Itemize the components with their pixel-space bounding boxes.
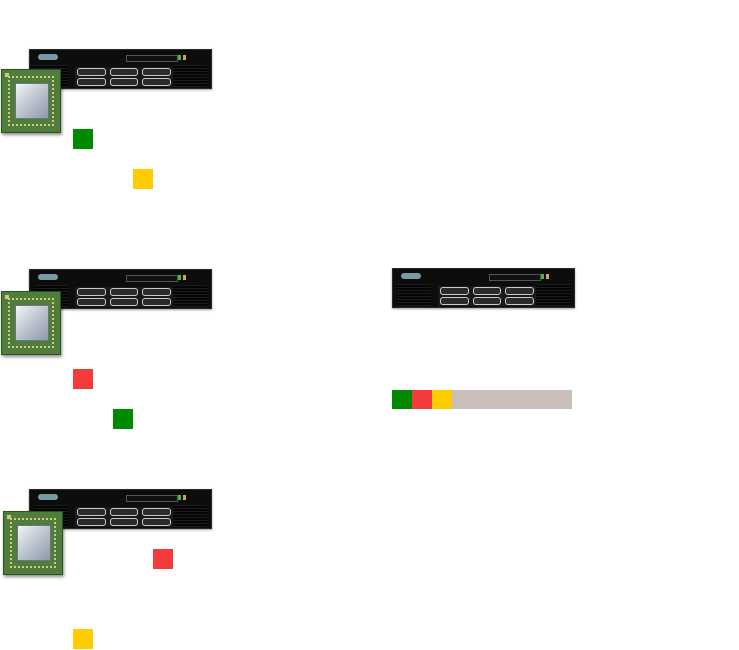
legend-swatch-red <box>412 390 432 409</box>
legend-swatch-yellow <box>432 390 452 409</box>
drive-bay <box>109 78 139 86</box>
drive-bay <box>142 298 171 306</box>
chip-pads <box>8 76 54 126</box>
drive-bay <box>109 288 139 296</box>
drive-bays <box>75 507 173 527</box>
status-square-red <box>153 549 173 569</box>
drive-bay <box>109 518 139 526</box>
chip-die <box>17 525 51 561</box>
drive-bay <box>109 298 139 306</box>
drive-bay <box>77 508 106 516</box>
status-square-red <box>73 369 93 389</box>
status-square-green <box>113 409 133 429</box>
status-led-green <box>541 274 544 279</box>
status-led-orange <box>183 275 186 280</box>
cpu-chip-icon <box>3 511 63 575</box>
vent-right <box>536 284 570 306</box>
drive-bay <box>472 297 502 305</box>
status-led-green <box>178 495 181 500</box>
server-logo <box>38 274 58 280</box>
chip-die <box>15 83 49 119</box>
vent-right <box>173 285 207 307</box>
status-led-orange <box>546 274 549 279</box>
drive-bay <box>142 78 171 86</box>
drive-bay <box>77 298 106 306</box>
chip-pads <box>8 298 54 348</box>
legend-swatch-green <box>392 390 412 409</box>
drive-bay <box>109 508 139 516</box>
drive-bays <box>75 287 173 307</box>
server-display-panel <box>126 275 178 282</box>
drive-bays <box>438 286 536 306</box>
chip-pin1-marker <box>7 515 11 519</box>
status-led-green <box>178 55 181 60</box>
server-standalone <box>392 268 575 308</box>
drive-bay <box>440 287 469 295</box>
chip-pads <box>10 518 56 568</box>
drive-bay <box>505 287 534 295</box>
drive-bay <box>77 68 106 76</box>
status-square-green <box>73 129 93 149</box>
cpu-chip-icon <box>1 69 61 133</box>
drive-bay <box>505 297 534 305</box>
drive-bay <box>77 288 106 296</box>
drive-bay <box>142 68 171 76</box>
vent-right <box>173 505 207 527</box>
vent-right <box>173 65 207 87</box>
chip-pin1-marker <box>5 295 9 299</box>
drive-bay <box>472 287 502 295</box>
server-logo <box>38 54 58 60</box>
vent-left <box>397 284 431 306</box>
status-led-orange <box>183 55 186 60</box>
drive-bay <box>142 518 171 526</box>
legend-bar <box>452 390 572 409</box>
drive-bays <box>75 67 173 87</box>
drive-bay <box>77 78 106 86</box>
cpu-chip-icon <box>1 291 61 355</box>
status-square-yellow <box>73 629 93 649</box>
server-logo <box>401 273 421 279</box>
drive-bay <box>142 288 171 296</box>
drive-bay <box>440 297 469 305</box>
drive-bay <box>142 508 171 516</box>
legend-strip <box>392 390 572 409</box>
server-display-panel <box>489 274 541 281</box>
chip-pin1-marker <box>5 73 9 77</box>
server-1 <box>29 49 212 89</box>
server-logo <box>38 494 58 500</box>
status-led-green <box>178 275 181 280</box>
status-square-yellow <box>133 169 153 189</box>
server-display-panel <box>126 55 178 62</box>
drive-bay <box>109 68 139 76</box>
drive-bay <box>77 518 106 526</box>
server-display-panel <box>126 495 178 502</box>
status-led-orange <box>183 495 186 500</box>
chip-die <box>15 305 49 341</box>
